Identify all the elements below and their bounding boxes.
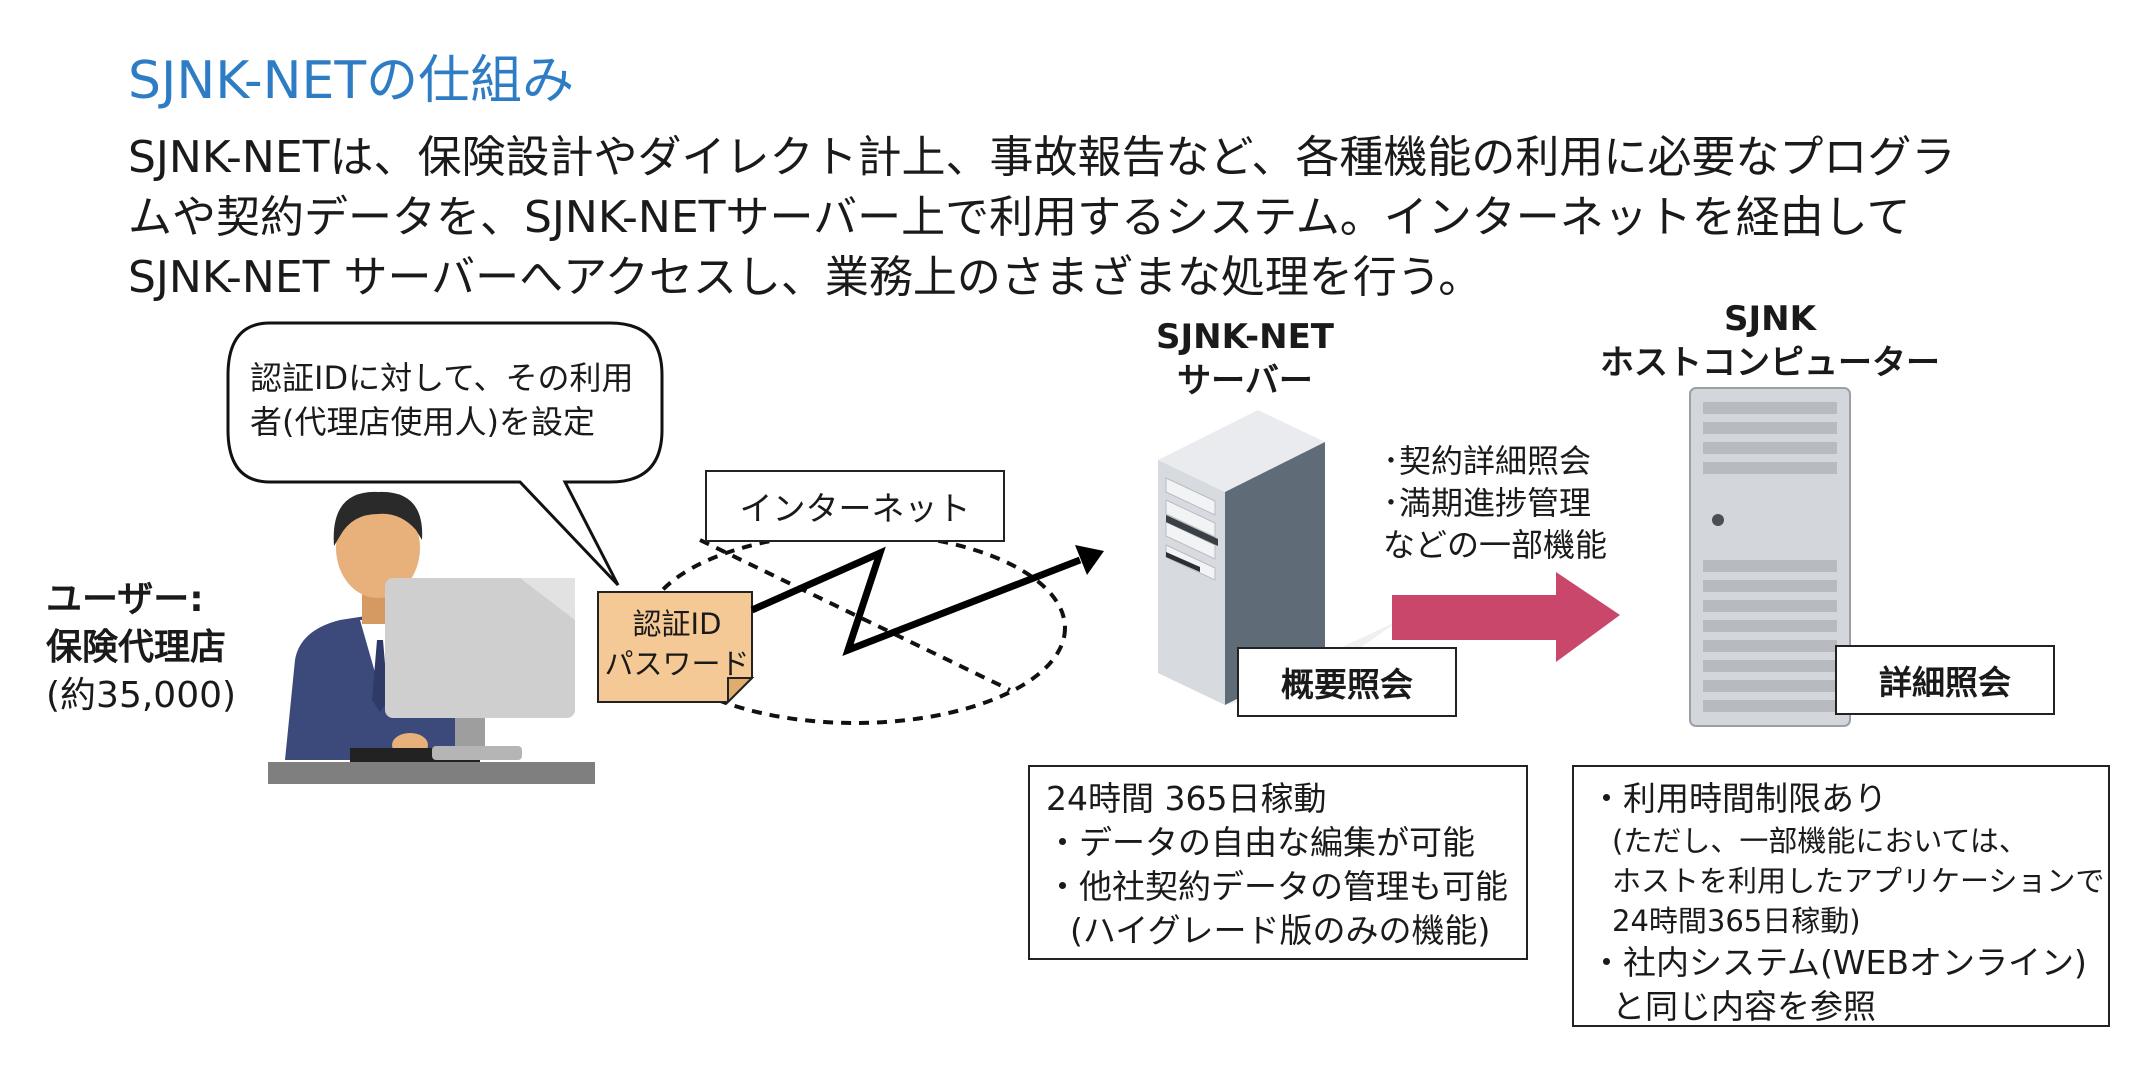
description-line: ムや契約データを、SJNK-NETサーバー上で利用するシステム。インターネットを… (128, 192, 1911, 243)
user-face (336, 498, 420, 598)
host-body (1689, 387, 1851, 727)
server-top (1158, 410, 1325, 492)
monitor-stand (455, 718, 485, 748)
internet-crossline (699, 538, 1011, 692)
server-query-label: 概要照会 (1281, 665, 1413, 704)
page-title: SJNK-NETの仕組み (128, 51, 575, 111)
internet-label: インターネット (739, 489, 971, 528)
user-hair (333, 491, 423, 546)
transfer-arrow (1392, 572, 1620, 662)
user-label: ユーザー: 保険代理店 (約35,000) (46, 579, 237, 716)
description-line: SJNK-NET サーバーへアクセスし、業務上のさまざまな処理を行う。 (128, 252, 1483, 303)
monitor-screen (385, 578, 575, 718)
internet-label-box: インターネット (705, 470, 1005, 542)
host-query-box: 詳細照会 (1835, 645, 2055, 715)
credential-note-text: 認証ID パスワード (604, 607, 750, 681)
speech-bubble-text: 認証IDに対して、その利用 者(代理店使用人)を設定 (250, 359, 634, 441)
transfer-note: ･契約詳細照会 ･満期進捗管理 などの一部機能 (1383, 442, 1608, 564)
server-query-box: 概要照会 (1237, 647, 1457, 717)
host-power-indicator (1712, 514, 1724, 526)
server-side (1225, 442, 1325, 705)
connection-arrowhead (1075, 545, 1104, 575)
speech-bubble-shape (226, 321, 664, 587)
server-info-box: 24時間 365日稼動 ・データの自由な編集が可能 ・他社契約データの管理も可能… (1028, 765, 1528, 960)
desk (268, 762, 595, 784)
server-title: SJNK-NET サーバー (1156, 317, 1334, 401)
note-fold (727, 677, 755, 705)
description-line: SJNK-NETは、保険設計やダイレクト計上、事故報告など、各種機能の利用に必要… (128, 132, 1956, 183)
monitor-sheen (520, 578, 575, 620)
user-tie (372, 640, 388, 712)
monitor-base (432, 746, 522, 760)
user-illustration (268, 491, 595, 784)
host-info-box: ・利用時間制限あり (ただし、一部機能においては、 ホストを利用したアプリケーシ… (1572, 765, 2110, 1027)
connection-arrow-line (750, 546, 1082, 656)
host-query-label: 詳細照会 (1879, 663, 2011, 702)
host-title: SJNK ホストコンピューター (1600, 299, 1940, 383)
host-illustration (1689, 387, 1851, 727)
description: SJNK-NETは、保険設計やダイレクト計上、事故報告など、各種機能の利用に必要… (128, 128, 2028, 308)
